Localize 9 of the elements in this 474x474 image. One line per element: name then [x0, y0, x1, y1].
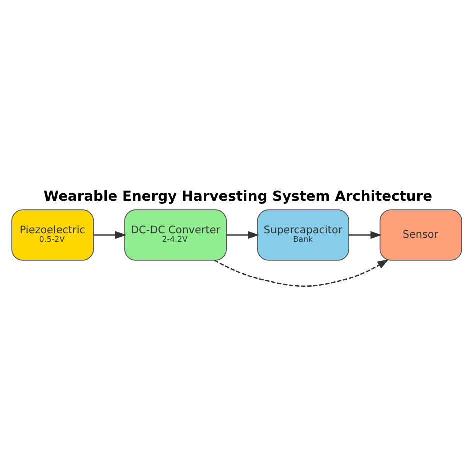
node-box: Piezoelectric 0.5-2V: [12, 210, 94, 261]
node-box: Supercapacitor Bank: [257, 210, 350, 261]
node-box: Sensor: [380, 210, 462, 261]
arrow: [349, 231, 382, 240]
diagram-title: Wearable Energy Harvesting System Architecture: [44, 189, 433, 206]
arrow: [94, 231, 127, 240]
node-box: DC-DC Converter 2-4.2V: [124, 210, 228, 261]
arrow: [214, 259, 389, 288]
arrow: [226, 231, 260, 240]
